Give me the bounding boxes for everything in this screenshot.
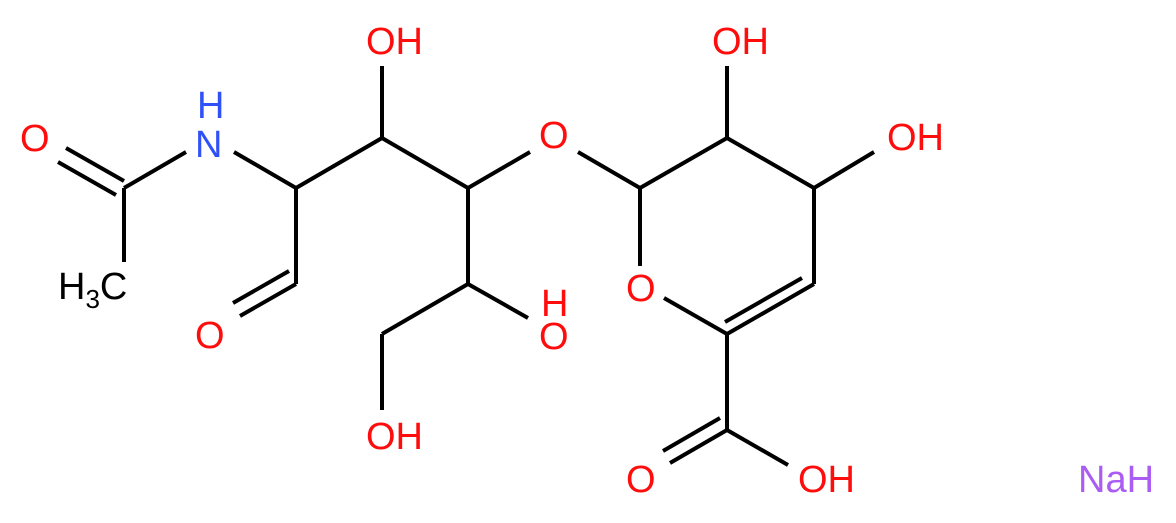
bond-c2-c3 bbox=[294, 136, 384, 190]
bond-cooh-oh bbox=[726, 428, 789, 467]
atom-o-acetyl: O bbox=[20, 118, 50, 160]
bond-cooh-co-2 bbox=[661, 416, 722, 453]
bond-ring-c1-c2 bbox=[639, 136, 728, 190]
atom-oh-ring-right: OH bbox=[887, 117, 944, 159]
bond-acetyl-co-2 bbox=[57, 160, 117, 197]
bond-ring-c4-c5-1 bbox=[726, 282, 815, 336]
ch3-subscript: 3 bbox=[85, 284, 100, 314]
bond-c4-oglyco bbox=[466, 150, 532, 190]
bond-oglyco-ringc bbox=[576, 150, 642, 190]
atom-oh-acid: OH bbox=[798, 459, 855, 501]
atom-o-aldehyde: O bbox=[195, 315, 225, 357]
atom-o-ring: O bbox=[626, 268, 656, 310]
bond-c5-c6 bbox=[380, 282, 470, 336]
bond-c5-oh bbox=[467, 282, 529, 320]
bond-ring-c4-c5-2 bbox=[724, 276, 803, 324]
bond-n-c2 bbox=[232, 150, 298, 190]
atom-nh-h: H bbox=[197, 85, 225, 127]
bond-acetyl-co-1 bbox=[65, 146, 125, 183]
bond-acetyl-n bbox=[122, 150, 188, 190]
bond-ring-c3-oh bbox=[812, 150, 876, 190]
atom-o-glyco: O bbox=[539, 115, 569, 157]
atom-ch3: H3C bbox=[58, 266, 128, 314]
atom-oh-c6: OH bbox=[366, 416, 423, 458]
atom-oh-c3: OH bbox=[366, 21, 423, 63]
bond-cho-co-2 bbox=[232, 269, 290, 305]
atom-oh-ring-top: OH bbox=[712, 21, 769, 63]
atom-oh-c5-h: H bbox=[541, 283, 569, 325]
bond-ring-c2-c3 bbox=[726, 136, 815, 190]
bond-ring-c5-o bbox=[663, 296, 728, 336]
bond-c3-c4 bbox=[380, 136, 470, 190]
bond-cooh-co-1 bbox=[668, 428, 729, 465]
bond-cho-co-1 bbox=[239, 282, 297, 318]
atom-o-carbonyl: O bbox=[626, 459, 656, 501]
atom-oh-c5-o: O bbox=[539, 316, 569, 358]
atom-n: N bbox=[195, 124, 223, 166]
atom-sodium-hydride: NaH bbox=[1078, 459, 1155, 501]
